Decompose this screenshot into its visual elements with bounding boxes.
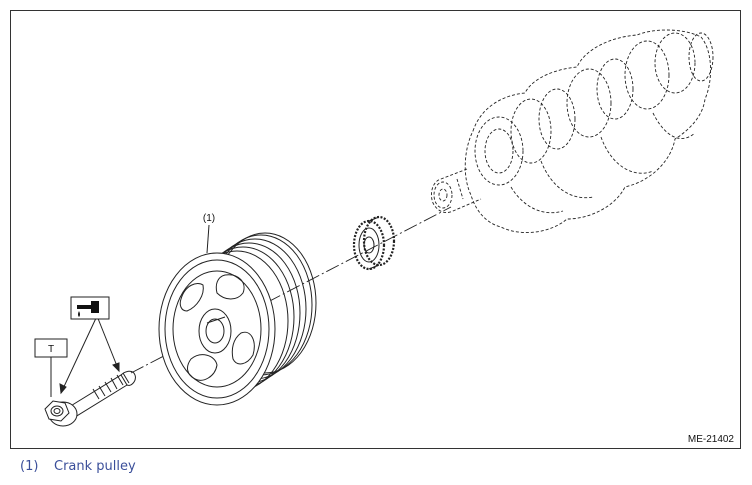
crank-pulley [158, 232, 317, 406]
callout-1-leader [206, 224, 210, 254]
oil-application-icon [70, 296, 110, 320]
legend-number: (1) [20, 459, 39, 474]
crank-pulley-bolt [44, 370, 136, 427]
legend-label: Crank pulley [54, 459, 136, 474]
center-axis-line [130, 206, 452, 374]
crank-sprocket [352, 215, 396, 271]
oil-leader-head [60, 315, 98, 394]
figure-id: ME-21402 [687, 434, 734, 445]
callout-1-label: (1) [203, 213, 215, 224]
torque-label-box [34, 338, 68, 358]
crankshaft [430, 29, 714, 233]
diagram-frame: T (1) ME-21402 [10, 10, 741, 449]
oil-leader-thread [96, 315, 120, 372]
exploded-view-drawing: T (1) [34, 29, 714, 427]
torque-label: T [48, 344, 54, 355]
legend-item: (1) Crank pulley [20, 459, 136, 474]
